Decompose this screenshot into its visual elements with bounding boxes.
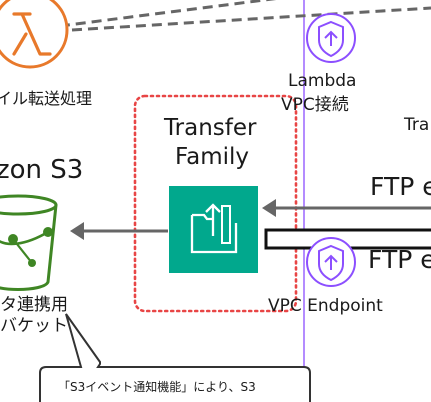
transfer-family-title-line2: Family [175, 144, 250, 170]
vpc-endpoint-label: VPC Endpoint [268, 296, 383, 316]
transfer-family-icon [169, 186, 258, 273]
lambda-vpc-label-line1: Lambda [288, 71, 357, 91]
dashed-connector-upper [43, 0, 277, 30]
vpc-endpoint-shield-icon-top [306, 13, 356, 63]
dashed-connector-lower [71, 6, 431, 32]
lambda-vpc-label-line2: VPC接続 [281, 95, 349, 115]
callout-text: 「S3イベント通知機能」により、S3 [58, 380, 256, 394]
callout-bubble [39, 313, 311, 402]
s3-title: zon S3 [0, 155, 84, 185]
vpc-partial-label: Tra [404, 115, 430, 135]
transfer-family-title-line1: Transfer [164, 115, 257, 141]
lambda-caption: イル転送処理 [0, 89, 93, 108]
ftp-label-bottom: FTP e [368, 245, 431, 274]
transfer-family-boundary [133, 94, 298, 313]
lambda-icon [0, 0, 69, 69]
vpc-endpoint-shield-icon-bottom [306, 237, 356, 287]
s3-caption-line2: バケット [0, 316, 68, 336]
arrow-to-s3-head [70, 222, 84, 240]
ftp-label-top: FTP e [370, 172, 431, 201]
s3-bucket-icon [0, 194, 58, 291]
s3-caption-line1: タ連携用 [0, 295, 68, 315]
arrow-to-transfer-head [262, 199, 276, 217]
